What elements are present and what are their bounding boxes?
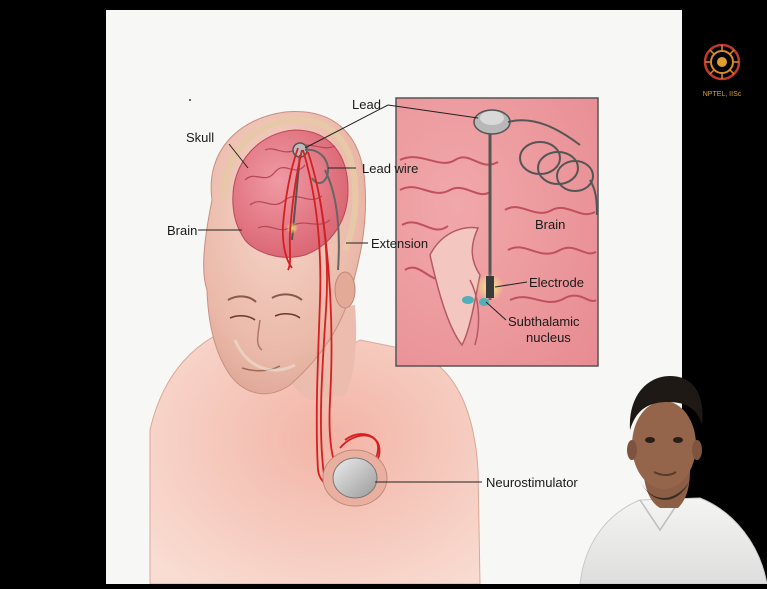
label-neurostimulator: Neurostimulator: [486, 475, 578, 490]
nptel-logo-text: NPTEL, IISc: [700, 91, 744, 98]
neurostimulator-device: [323, 450, 387, 506]
label-subthalamic: Subthalamic: [508, 314, 580, 329]
label-brain-inset: Brain: [535, 217, 565, 232]
label-brain: Brain: [167, 223, 197, 238]
label-nucleus: nucleus: [526, 330, 571, 345]
label-lead-wire: Lead wire: [362, 161, 418, 176]
stray-dot: [189, 99, 191, 101]
label-skull: Skull: [186, 130, 214, 145]
nptel-logo: [705, 45, 739, 79]
label-lead: Lead: [352, 97, 381, 112]
label-extension: Extension: [371, 236, 428, 251]
label-electrode: Electrode: [529, 275, 584, 290]
